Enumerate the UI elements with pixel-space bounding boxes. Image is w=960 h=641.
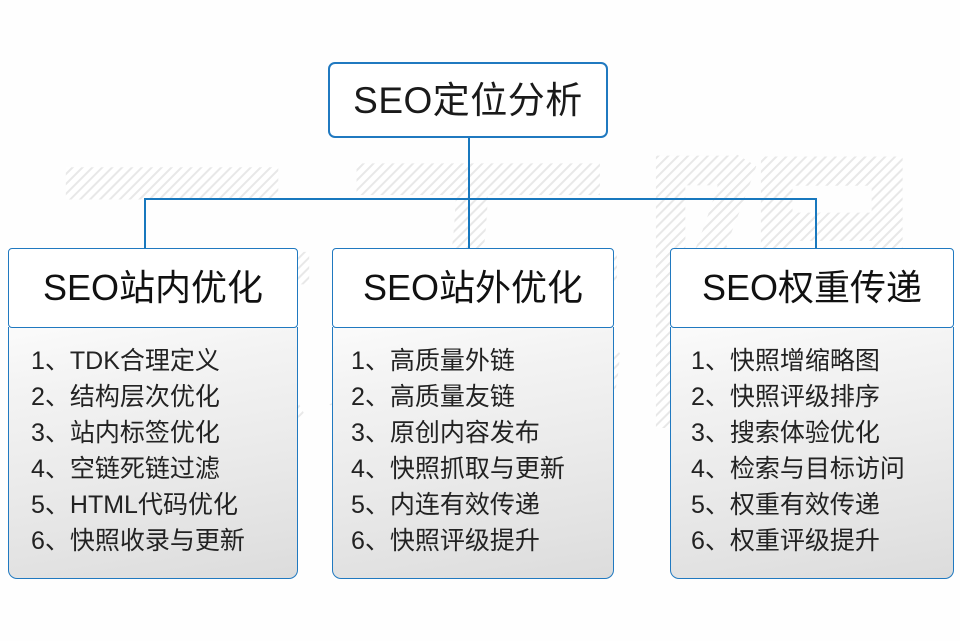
list-item: 3、原创内容发布 [351, 419, 540, 447]
list-item: 1、TDK合理定义 [31, 347, 220, 375]
root-node[interactable]: SEO定位分析 [328, 62, 608, 138]
connector-top-stem [468, 138, 470, 200]
connector-drop-center [468, 198, 470, 250]
list-item: 3、站内标签优化 [31, 419, 220, 447]
branch-column-2: SEO站外优化 1、高质量外链 2、高质量友链 3、原创内容发布 4、快照抓取与… [332, 248, 614, 579]
list-item: 5、内连有效传递 [351, 491, 540, 519]
list-item: 2、快照评级排序 [691, 383, 880, 411]
list-item: 1、快照增缩略图 [691, 347, 880, 375]
branch-body-3: 1、快照增缩略图 2、快照评级排序 3、搜索体验优化 4、检索与目标访问 5、权… [670, 327, 954, 579]
connector-horizontal-bus [144, 198, 817, 200]
list-item: 1、高质量外链 [351, 347, 515, 375]
branch-header-label-3: SEO权重传递 [701, 267, 923, 308]
list-item: 6、快照收录与更新 [31, 527, 245, 555]
branch-item-list-1: 1、TDK合理定义 2、结构层次优化 3、站内标签优化 4、空链死链过滤 5、H… [31, 343, 245, 559]
branch-column-1: SEO站内优化 1、TDK合理定义 2、结构层次优化 3、站内标签优化 4、空链… [8, 248, 298, 579]
list-item: 2、高质量友链 [351, 383, 515, 411]
list-item: 4、快照抓取与更新 [351, 455, 565, 483]
branch-column-3: SEO权重传递 1、快照增缩略图 2、快照评级排序 3、搜索体验优化 4、检索与… [670, 248, 954, 579]
list-item: 6、快照评级提升 [351, 527, 540, 555]
list-item: 5、HTML代码优化 [31, 491, 238, 519]
list-item: 6、权重评级提升 [691, 527, 880, 555]
list-item: 4、检索与目标访问 [691, 455, 905, 483]
connector-drop-left [144, 198, 146, 250]
branch-header-3[interactable]: SEO权重传递 [670, 248, 954, 328]
list-item: 2、结构层次优化 [31, 383, 220, 411]
list-item: 4、空链死链过滤 [31, 455, 220, 483]
branch-body-1: 1、TDK合理定义 2、结构层次优化 3、站内标签优化 4、空链死链过滤 5、H… [8, 327, 298, 579]
branch-header-2[interactable]: SEO站外优化 [332, 248, 614, 328]
root-node-label: SEO定位分析 [353, 79, 583, 121]
branch-body-2: 1、高质量外链 2、高质量友链 3、原创内容发布 4、快照抓取与更新 5、内连有… [332, 327, 614, 579]
branch-header-label-1: SEO站内优化 [42, 267, 264, 308]
branch-header-label-2: SEO站外优化 [362, 267, 584, 308]
branch-item-list-2: 1、高质量外链 2、高质量友链 3、原创内容发布 4、快照抓取与更新 5、内连有… [351, 343, 565, 559]
branch-header-1[interactable]: SEO站内优化 [8, 248, 298, 328]
branch-item-list-3: 1、快照增缩略图 2、快照评级排序 3、搜索体验优化 4、检索与目标访问 5、权… [691, 343, 905, 559]
list-item: 3、搜索体验优化 [691, 419, 880, 447]
connector-drop-right [815, 198, 817, 250]
list-item: 5、权重有效传递 [691, 491, 880, 519]
